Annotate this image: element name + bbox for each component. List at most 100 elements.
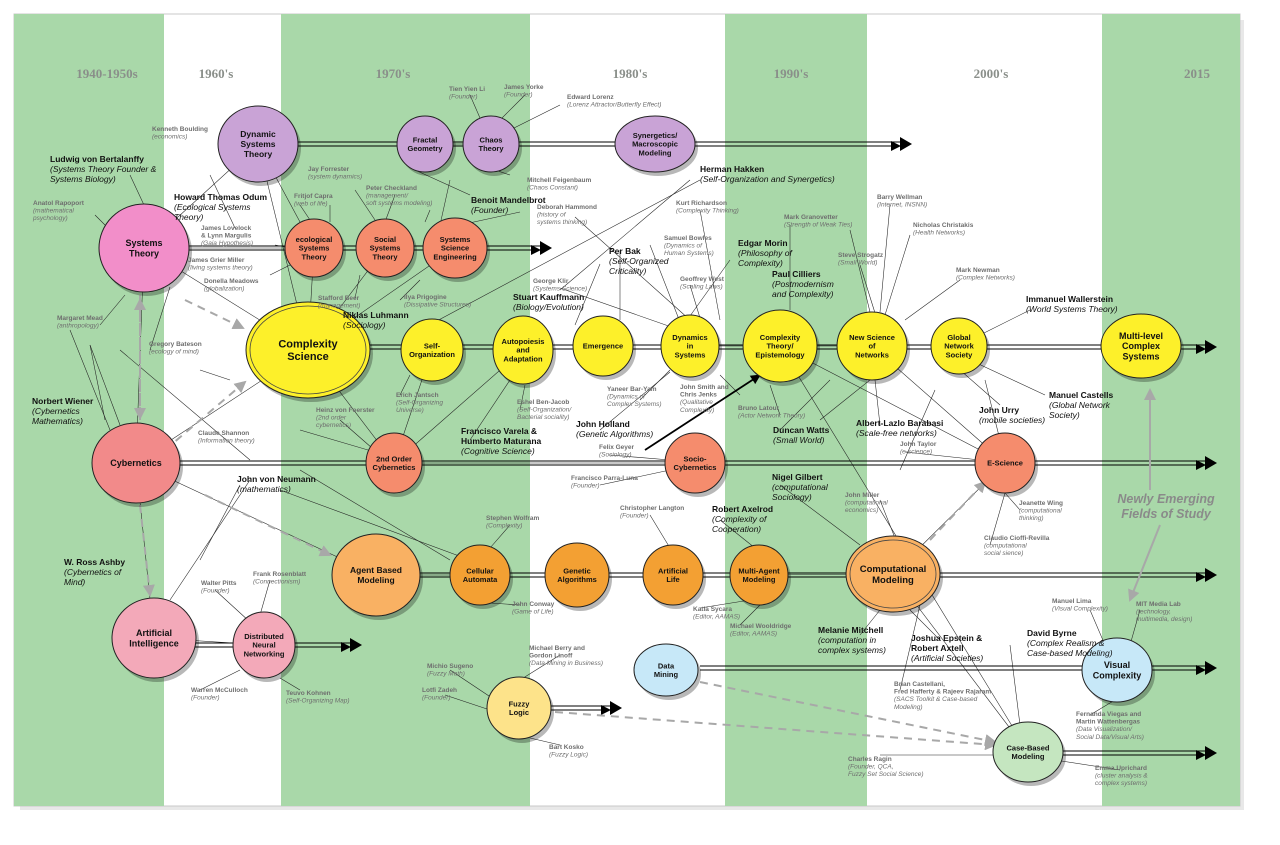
connector-line	[699, 599, 751, 609]
node-sociocyb[interactable]: Socio-Cybernetics	[664, 432, 728, 497]
person-west: Geoffrey West(Scaling Laws)	[680, 276, 725, 291]
connector-line	[199, 484, 241, 561]
person-description: (Qualitative	[680, 399, 713, 406]
connector-line	[444, 694, 491, 711]
person-name: Nigel Gilbert	[772, 472, 823, 482]
node-label: Complexity	[278, 339, 338, 351]
node-label: E-Science	[987, 459, 1023, 468]
person-description: (Biology/Evolution)	[513, 302, 584, 312]
node-label: Theory	[372, 252, 398, 261]
node-circle	[355, 218, 415, 278]
person-name: Geoffrey West	[680, 276, 725, 283]
node-label: Systems	[125, 238, 162, 248]
person-description: (Founder)	[191, 695, 220, 702]
node-label: Visual	[1104, 660, 1130, 670]
person-name: Heinz von Foerster	[316, 407, 375, 414]
person-name: Ludwig von Bertalanffy	[50, 154, 144, 164]
person-description: (anthropology)	[57, 323, 99, 330]
person-name: Eshel Ben-Jacob	[517, 399, 569, 406]
node-label: Multi-level	[1119, 331, 1163, 341]
node-label: Emergence	[583, 342, 623, 351]
person-name: Manuel Castells	[1049, 390, 1114, 400]
person-capra: Fritjof Capra(web of life)	[294, 193, 333, 208]
node-label: Systems	[440, 235, 471, 244]
person-name: Albert-Lazlo Barabasi	[856, 418, 943, 428]
person-name: Bruno Latour	[738, 405, 780, 412]
node-circle	[992, 721, 1064, 783]
connector-line	[899, 604, 921, 691]
node-label: Synergetics/	[633, 131, 679, 140]
node-label: Algorithms	[557, 575, 597, 584]
person-description: (Complex Networks)	[956, 275, 1015, 282]
track-arrowhead	[1205, 661, 1217, 675]
node-label: Network	[944, 342, 974, 351]
node-circle	[232, 611, 296, 679]
node-label: Autopoiesis	[502, 337, 545, 346]
person-name: Mitchell Feigenbaum	[527, 177, 592, 184]
person-name: John von Neumann	[237, 474, 316, 484]
person-description: (Small World)	[773, 435, 825, 445]
person-description: (Sociology)	[343, 320, 386, 330]
node-escience[interactable]: E-Science	[974, 432, 1038, 497]
person-name: Walter Pitts	[201, 580, 237, 587]
person-yorke: James Yorke(Founder)	[504, 84, 544, 99]
connector-line	[819, 379, 871, 421]
connector-line	[849, 229, 871, 313]
person-description: (Self-Organized	[609, 256, 669, 266]
person-tienyien: Tien Yien Li(Founder)	[449, 86, 485, 101]
influence-arrow	[204, 494, 332, 557]
person-bertalanffy: Ludwig von Bertalanffy(Systems Theory Fo…	[50, 154, 157, 184]
node-selforg[interactable]: Self-Organization	[400, 318, 466, 385]
person-description: (Editor, AAMAS)	[693, 614, 740, 621]
person-checkland: Peter Checkland(management/soft systems …	[366, 185, 432, 207]
person-description: Chris Jenks	[680, 392, 717, 399]
era-label: 2015	[1184, 66, 1211, 81]
person-name: Tien Yien Li	[449, 86, 485, 93]
connector-line	[489, 602, 521, 606]
node-emergence[interactable]: Emergence	[572, 315, 636, 380]
node-circle	[660, 314, 720, 378]
connector-line	[559, 179, 691, 291]
person-name: Michael Berry and	[529, 645, 585, 652]
person-name: Stuart Kauffmann	[513, 292, 584, 302]
person-uprichard: Emma Uprichard(cluster analysis &complex…	[1095, 765, 1148, 787]
node-circle	[396, 115, 454, 173]
node-cybernetics[interactable]: Cybernetics	[91, 422, 183, 507]
person-description: (Data Mining in Business)	[529, 660, 603, 667]
influence-arrow	[184, 299, 245, 330]
